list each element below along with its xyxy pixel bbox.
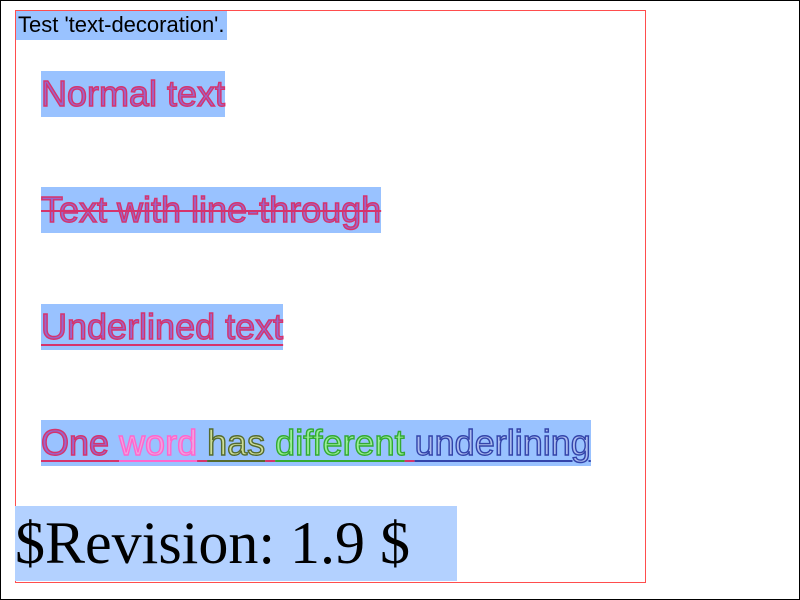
test-frame: [15, 10, 646, 583]
mixed-word-word: word: [118, 421, 198, 463]
line-through-text: Text with line-through: [40, 187, 382, 233]
normal-text: Normal text: [40, 71, 226, 117]
mixed-word-has: has: [206, 421, 266, 463]
mixed-word-one: One: [40, 421, 110, 463]
revision-label: $Revision: 1.9 $: [15, 506, 457, 581]
test-title: Test 'text-decoration'.: [16, 11, 227, 40]
mixed-underline-line: One word has different underlining: [40, 420, 592, 466]
mixed-word-different: different: [274, 421, 405, 463]
underlined-text: Underlined text: [40, 304, 284, 350]
mixed-word-underlining: underlining: [414, 421, 592, 463]
